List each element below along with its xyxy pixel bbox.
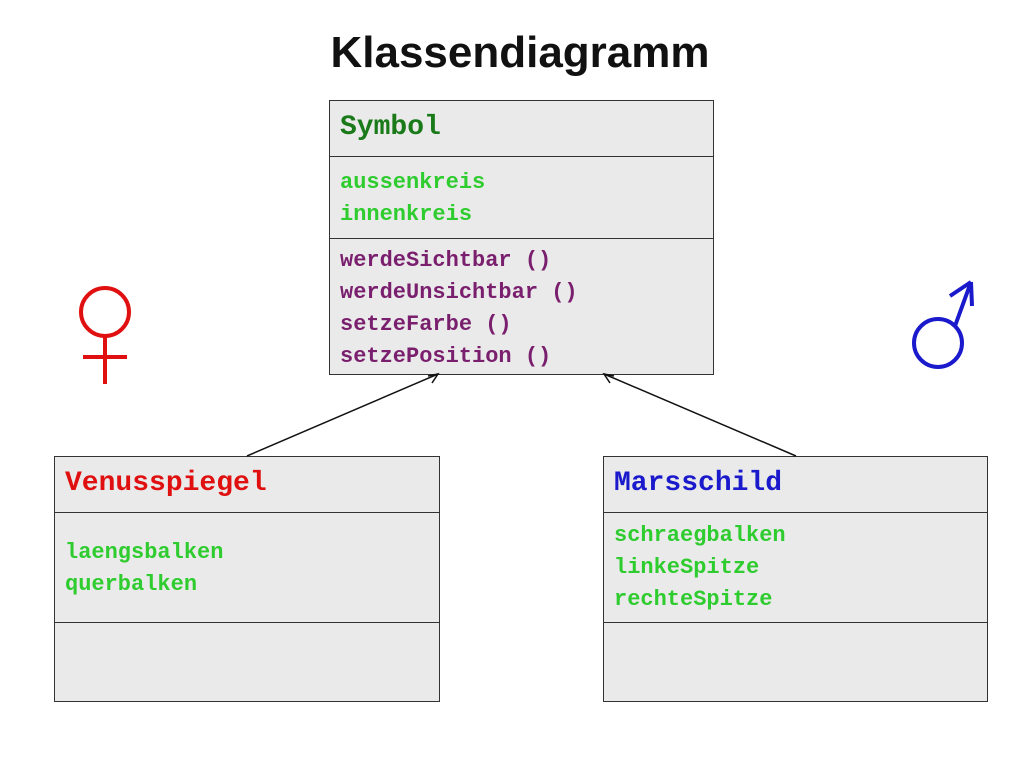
attributes-section: laengsbalken querbalken — [55, 513, 439, 623]
attributes-section: schraegbalken linkeSpitze rechteSpitze — [604, 513, 987, 623]
class-name-venusspiegel: Venusspiegel — [65, 468, 267, 499]
method-setzeposition: setzePosition () — [340, 344, 552, 369]
attribute-rechtespitze: rechteSpitze — [614, 587, 773, 612]
attribute-innenkreis: innenkreis — [340, 202, 473, 227]
attribute-linkespitze: linkeSpitze — [614, 555, 760, 580]
class-name-section: Symbol — [330, 101, 713, 157]
class-name-section: Marsschild — [604, 457, 987, 513]
venus-symbol-icon — [79, 286, 131, 384]
inheritance-arrow-mars[interactable] — [602, 372, 797, 457]
class-name-section: Venusspiegel — [55, 457, 439, 513]
mars-symbol-icon — [912, 280, 974, 369]
class-venusspiegel[interactable]: Venusspiegel laengsbalken querbalken — [54, 456, 440, 702]
attribute-laengsbalken: laengsbalken — [65, 540, 224, 565]
method-werdesichtbar: werdeSichtbar () — [340, 248, 552, 273]
inheritance-arrow-venus[interactable] — [246, 372, 440, 457]
attribute-querbalken: querbalken — [65, 572, 198, 597]
method-setzefarbe: setzeFarbe () — [340, 312, 512, 337]
class-name-marsschild: Marsschild — [614, 468, 783, 499]
diagram-title: Klassendiagramm — [330, 28, 710, 77]
attributes-section: aussenkreis innenkreis — [330, 157, 713, 239]
class-marsschild[interactable]: Marsschild schraegbalken linkeSpitze rec… — [603, 456, 988, 702]
class-name-symbol: Symbol — [340, 112, 441, 143]
methods-section: werdeSichtbar () werdeUnsichtbar () setz… — [330, 239, 713, 374]
method-werdeunsichtbar: werdeUnsichtbar () — [340, 280, 578, 305]
class-symbol[interactable]: Symbol aussenkreis innenkreis werdeSicht… — [329, 100, 714, 375]
attribute-schraegbalken: schraegbalken — [614, 523, 786, 548]
attribute-aussenkreis: aussenkreis — [340, 170, 486, 195]
